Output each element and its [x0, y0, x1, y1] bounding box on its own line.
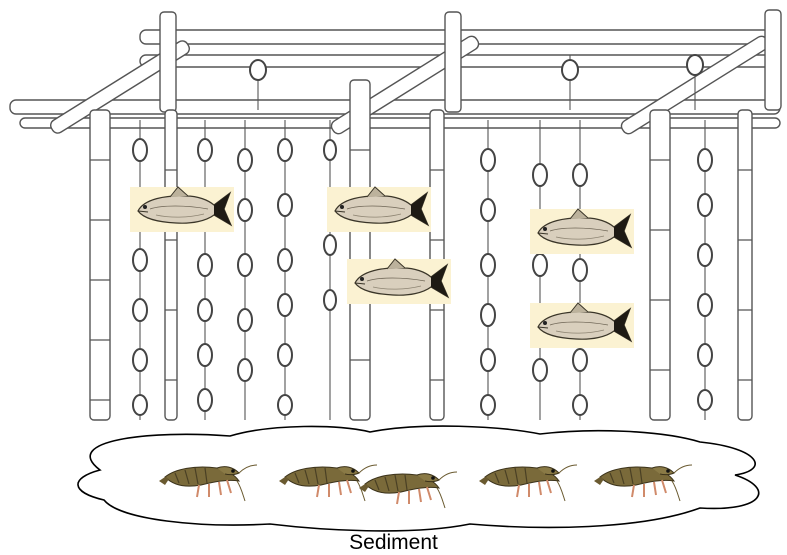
- sediment-label: Sediment: [0, 532, 787, 554]
- fish-icon: [130, 187, 234, 232]
- fish-icon: [347, 259, 451, 304]
- fish-icon: [530, 303, 634, 348]
- fish-icon: [530, 209, 634, 254]
- fish-icon: [327, 187, 431, 232]
